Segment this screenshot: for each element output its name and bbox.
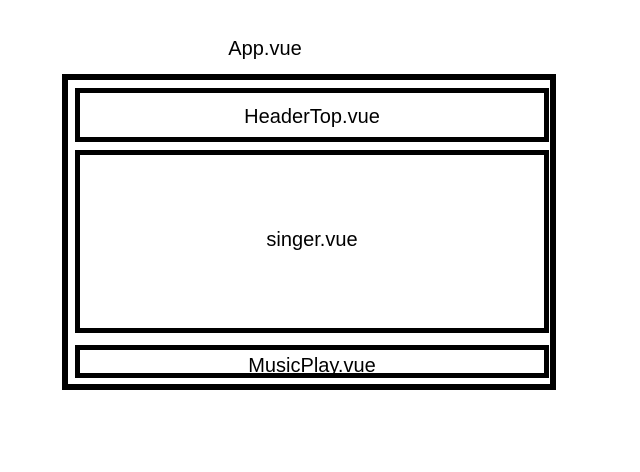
component-label-headertop: HeaderTop.vue [244, 106, 380, 128]
component-box-headertop: HeaderTop.vue [75, 88, 549, 142]
component-label-singer: singer.vue [266, 229, 358, 251]
component-label-musicplay: MusicPlay.vue [248, 355, 376, 377]
root-component-title: App.vue [228, 38, 302, 60]
app-component-frame: HeaderTop.vue singer.vue MusicPlay.vue [62, 74, 556, 390]
component-box-musicplay: MusicPlay.vue [75, 345, 549, 378]
component-box-singer: singer.vue [75, 150, 549, 333]
